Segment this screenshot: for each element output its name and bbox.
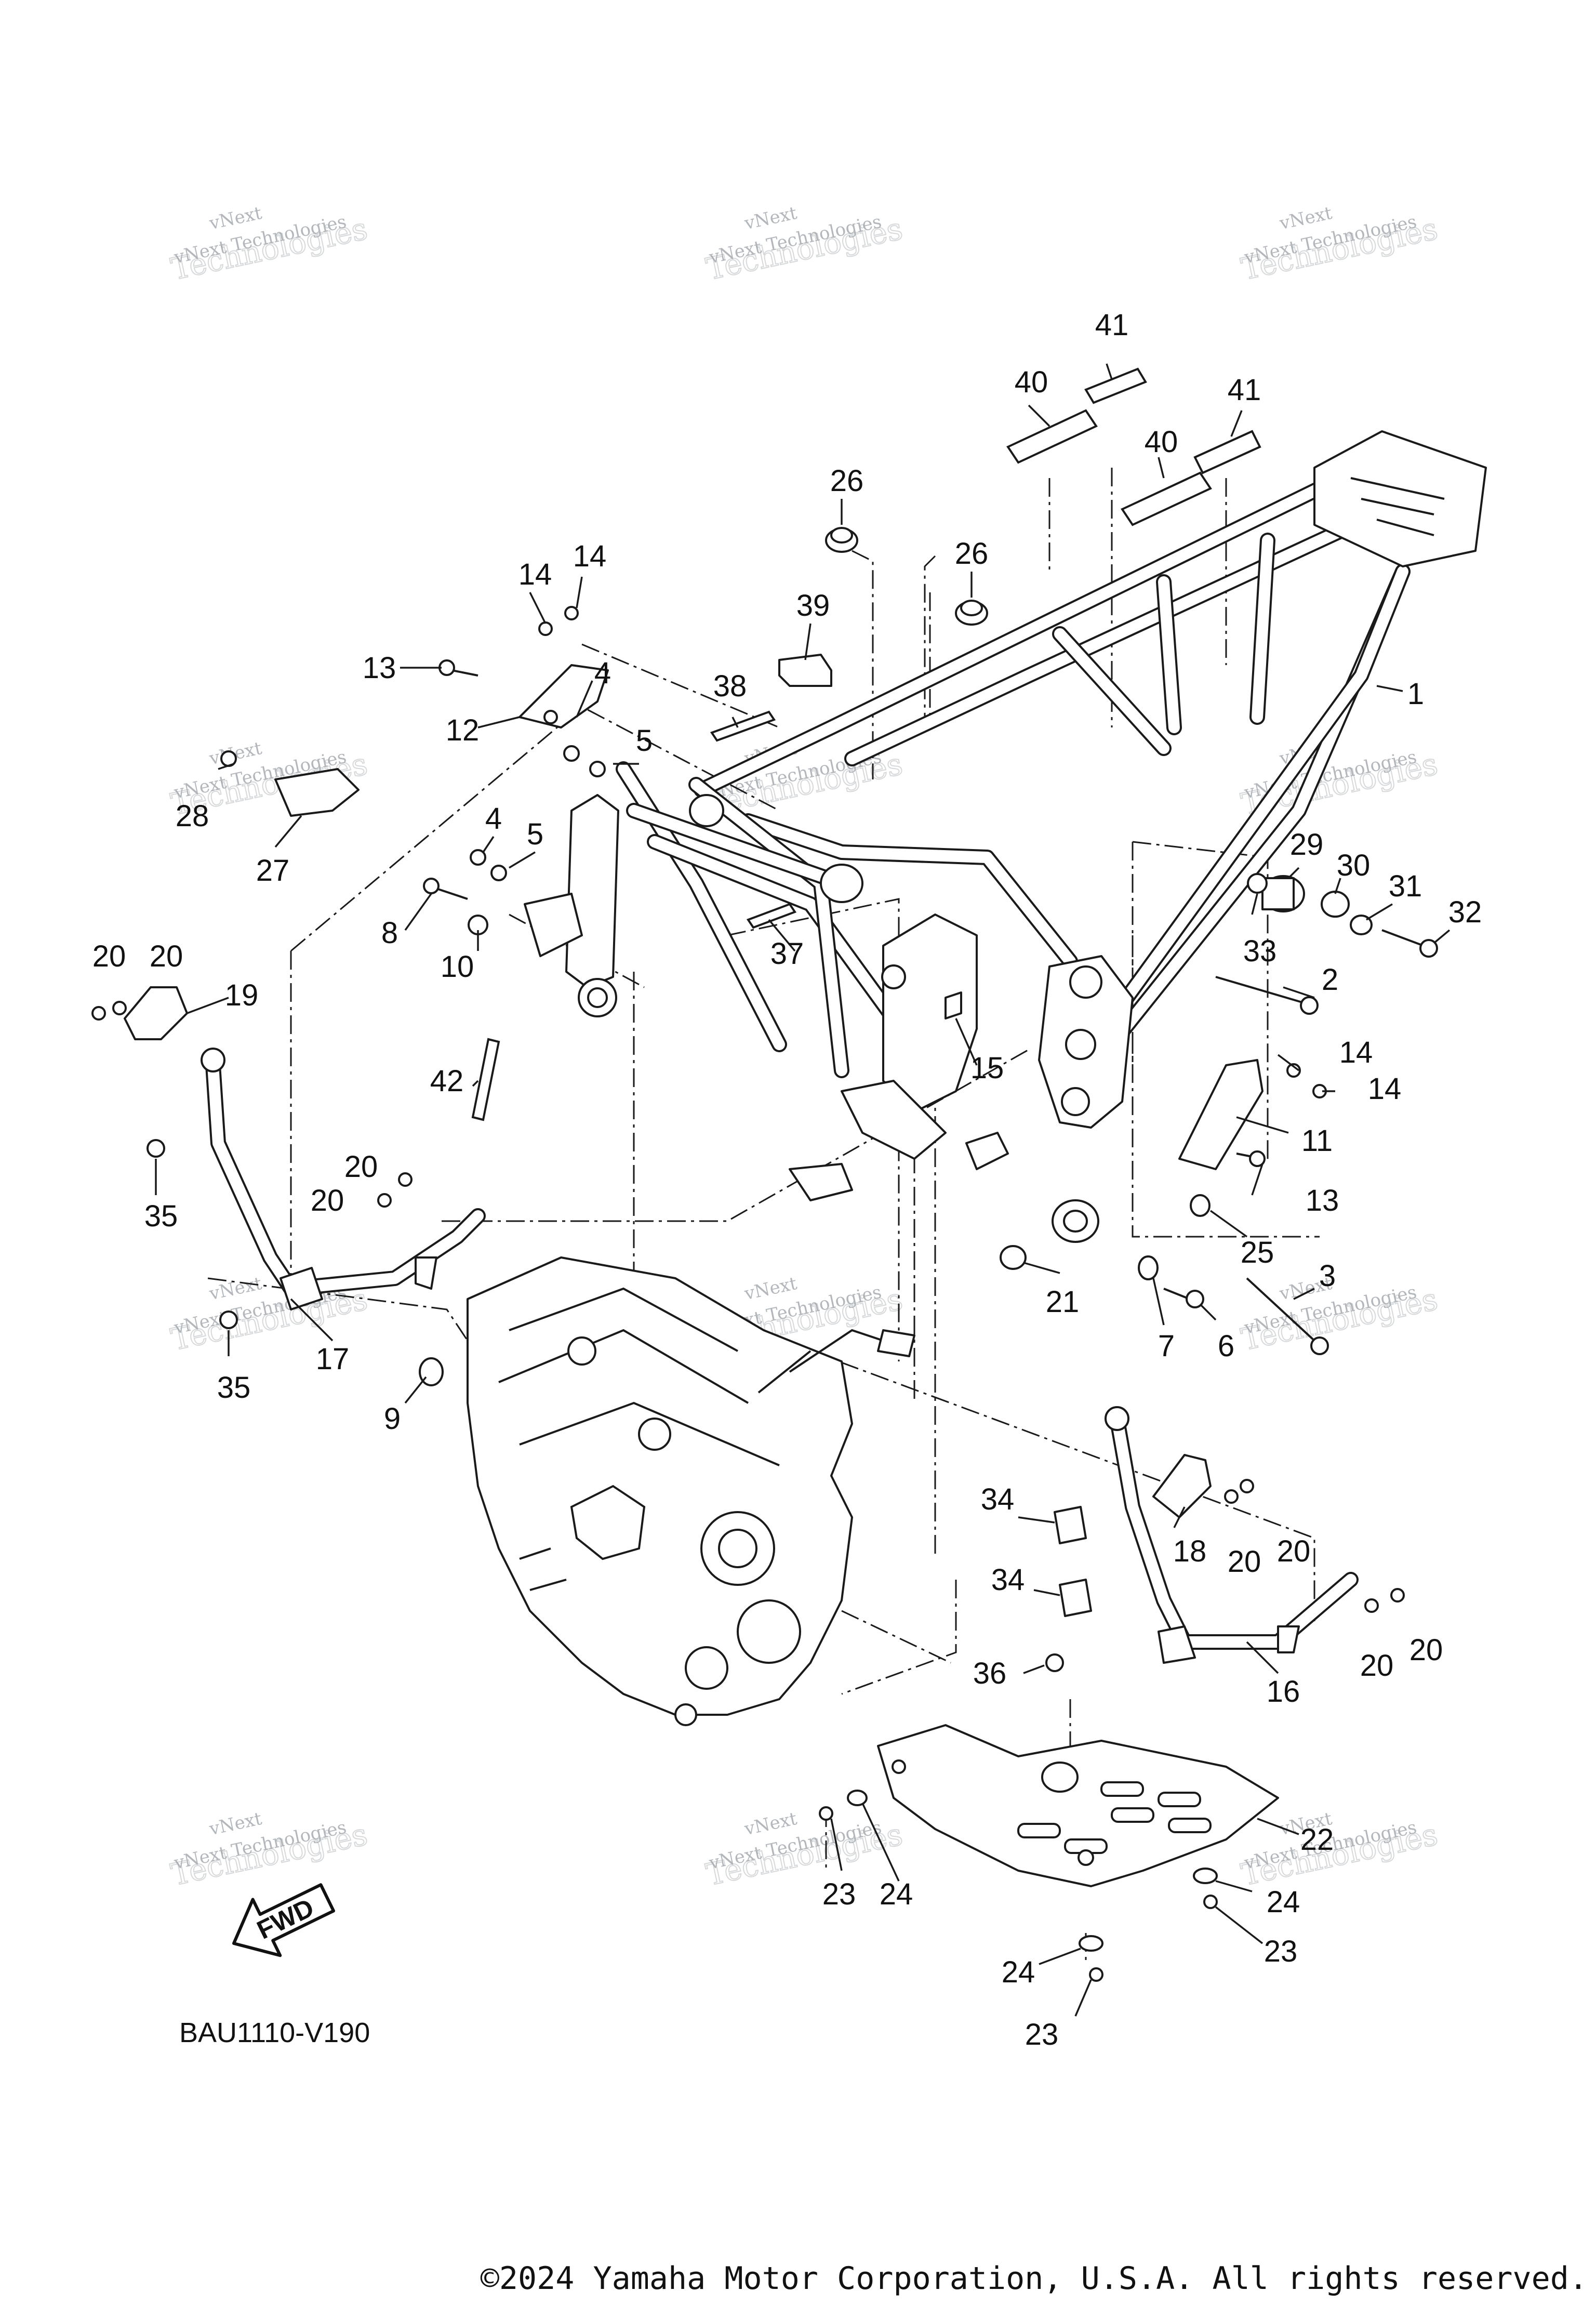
callout-5: 5 xyxy=(527,817,543,851)
callout-36: 36 xyxy=(973,1657,1007,1690)
callout-29: 29 xyxy=(1290,828,1324,862)
callout-9: 9 xyxy=(384,1402,401,1436)
small-parts xyxy=(91,367,1438,1982)
callout-32: 32 xyxy=(1448,895,1482,929)
svg-text:vNext: vNext xyxy=(207,1808,264,1840)
callout-5: 5 xyxy=(636,724,653,758)
diagram-code: BAU1110-V190 xyxy=(179,2017,370,2048)
callout-16: 16 xyxy=(1267,1675,1300,1709)
callout-30: 30 xyxy=(1337,849,1371,882)
engine xyxy=(467,1256,915,1726)
callout-2: 2 xyxy=(1322,963,1338,997)
callout-34: 34 xyxy=(981,1482,1015,1516)
label-41-b xyxy=(1193,430,1261,474)
callout-42: 42 xyxy=(430,1064,464,1098)
callout-39: 39 xyxy=(796,589,830,623)
label-40-a xyxy=(1006,409,1098,464)
callout-33: 33 xyxy=(1243,934,1277,968)
callout-13: 13 xyxy=(363,651,396,685)
callout-40: 40 xyxy=(1145,425,1178,459)
callout-12: 12 xyxy=(446,713,480,747)
svg-text:vNext: vNext xyxy=(207,1273,264,1305)
main-frame xyxy=(524,430,1487,1243)
callout-7: 7 xyxy=(1158,1329,1175,1363)
svg-text:vNext: vNext xyxy=(1278,203,1334,234)
callout-20: 20 xyxy=(1277,1534,1311,1568)
callout-41: 41 xyxy=(1228,373,1261,407)
callout-27: 27 xyxy=(256,854,290,888)
callout-31: 31 xyxy=(1389,869,1422,903)
svg-text:vNext: vNext xyxy=(742,203,799,234)
callout-35: 35 xyxy=(144,1199,178,1233)
callout-14: 14 xyxy=(1368,1072,1402,1106)
callout-19: 19 xyxy=(225,978,259,1012)
callout-25: 25 xyxy=(1241,1236,1274,1269)
svg-text:vNext: vNext xyxy=(207,738,264,770)
callout-23: 23 xyxy=(1025,2018,1059,2051)
callout-38: 38 xyxy=(713,669,747,703)
callout-14: 14 xyxy=(1339,1036,1373,1069)
callout-37: 37 xyxy=(770,937,804,971)
callout-34: 34 xyxy=(991,1563,1025,1597)
callout-1: 1 xyxy=(1407,677,1424,711)
callout-24: 24 xyxy=(1267,1885,1300,1919)
callout-3: 3 xyxy=(1319,1259,1336,1293)
callout-21: 21 xyxy=(1046,1285,1080,1319)
callout-24: 24 xyxy=(880,1877,913,1911)
copyright: ©2024 Yamaha Motor Corporation, U.S.A. A… xyxy=(480,2260,1588,2297)
callout-10: 10 xyxy=(441,950,474,984)
callout-41: 41 xyxy=(1095,308,1129,342)
callout-20: 20 xyxy=(150,939,183,973)
callout-22: 22 xyxy=(1300,1823,1334,1857)
label-40-b xyxy=(1121,471,1212,526)
callout-24: 24 xyxy=(1002,1955,1035,1989)
fwd-arrow: FWD xyxy=(232,1883,336,1957)
fwd-arrow-icon xyxy=(232,1883,336,1957)
skid-plate xyxy=(877,1724,1279,1887)
callout-20: 20 xyxy=(1409,1633,1443,1667)
callout-20: 20 xyxy=(344,1150,378,1184)
callout-23: 23 xyxy=(1264,1935,1298,1968)
callout-23: 23 xyxy=(822,1877,856,1911)
right-engine-guard xyxy=(1105,1406,1359,1664)
leader-lines xyxy=(155,363,1451,2017)
callout-20: 20 xyxy=(1228,1545,1261,1579)
callout-28: 28 xyxy=(176,799,209,833)
callout-14: 14 xyxy=(518,558,552,591)
callout-6: 6 xyxy=(1218,1329,1234,1363)
svg-text:vNext: vNext xyxy=(742,1273,799,1305)
label-41-a xyxy=(1084,367,1147,404)
callout-18: 18 xyxy=(1173,1534,1207,1568)
callout-17: 17 xyxy=(316,1342,350,1376)
callout-4: 4 xyxy=(485,802,502,836)
assembly-lines xyxy=(207,468,1320,1964)
callouts: 1 2 3 4 4 5 5 6 7 8 9 10 11 12 13 13 14 … xyxy=(92,308,1482,2051)
svg-text:vNext: vNext xyxy=(742,1808,799,1840)
callout-11: 11 xyxy=(1301,1124,1333,1158)
callout-8: 8 xyxy=(381,916,398,950)
callout-14: 14 xyxy=(573,539,607,573)
callout-13: 13 xyxy=(1306,1184,1339,1217)
callout-4: 4 xyxy=(594,656,611,690)
svg-text:vNext: vNext xyxy=(207,203,264,234)
callout-20: 20 xyxy=(1360,1649,1394,1683)
callout-26: 26 xyxy=(955,537,989,571)
callout-15: 15 xyxy=(970,1051,1004,1085)
callout-35: 35 xyxy=(217,1371,251,1405)
callout-26: 26 xyxy=(830,464,864,498)
callout-20: 20 xyxy=(311,1184,344,1217)
callout-20: 20 xyxy=(92,939,126,973)
callout-40: 40 xyxy=(1015,365,1048,399)
